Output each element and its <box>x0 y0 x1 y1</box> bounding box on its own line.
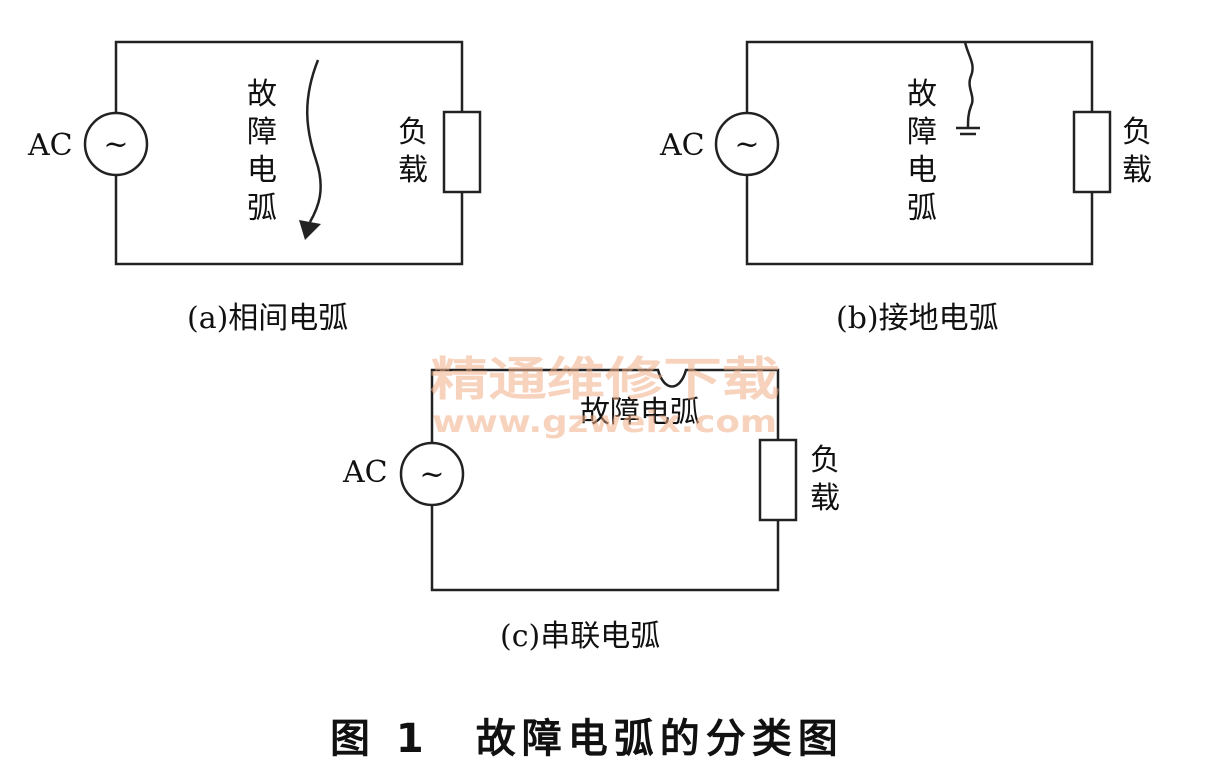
fault-label-b-2: 障 <box>907 115 937 150</box>
ac-symbol-b: ~ <box>734 127 759 162</box>
fault-label-c: 故障电弧 <box>580 395 700 430</box>
load-label-a-2: 载 <box>398 153 428 188</box>
figure-caption: 图 1 故障电弧的分类图 <box>330 716 844 762</box>
ac-symbol-a: ~ <box>103 127 128 162</box>
load-label-a-1: 负 <box>398 115 428 150</box>
watermark: 精通维修下载 www.gzweix.com <box>430 352 780 440</box>
watermark-title: 精通维修下载 <box>430 352 780 406</box>
fault-label-b-1: 故 <box>907 77 937 112</box>
fault-label-a-2: 障 <box>247 115 277 150</box>
ac-source-a <box>83 111 149 177</box>
circuit-b-wire <box>745 40 1094 266</box>
fault-label-a-3: 电 <box>247 153 277 188</box>
ac-symbol-c: ~ <box>419 457 444 492</box>
load-label-c-2: 载 <box>810 481 840 516</box>
circuit-c-wire <box>430 368 780 592</box>
caption-b: (b)接地电弧 <box>836 301 999 336</box>
fault-label-b-4: 弧 <box>907 191 937 226</box>
load-resistor-c <box>758 438 798 522</box>
ac-source-b <box>714 111 780 177</box>
watermark-url: www.gzweix.com <box>432 405 777 440</box>
arc-arrowhead-a <box>299 220 321 240</box>
ac-label-c: AC <box>342 455 388 490</box>
circuit-a-wire <box>114 40 464 266</box>
fault-label-a-1: 故 <box>247 77 277 112</box>
load-resistor-a <box>442 110 482 194</box>
fault-label-b-3: 电 <box>907 153 937 188</box>
circuit-a: ~ AC 负 载 故 障 电 弧 (a)相间电弧 <box>27 40 482 336</box>
fault-label-a-4: 弧 <box>247 191 277 226</box>
ac-source-c <box>399 441 465 507</box>
load-label-b-1: 负 <box>1122 115 1152 150</box>
load-label-b-2: 载 <box>1122 153 1152 188</box>
arc-path-a <box>306 59 322 223</box>
circuit-b: ~ AC 负 载 故 障 电 弧 (b)接地电弧 <box>659 40 1152 336</box>
circuit-c: ~ AC 负 载 故障电弧 (c)串联电弧 <box>342 368 840 654</box>
load-label-c-1: 负 <box>810 443 840 478</box>
load-resistor-b <box>1072 110 1112 194</box>
ac-label-b: AC <box>659 128 705 163</box>
caption-a: (a)相间电弧 <box>187 301 348 336</box>
ac-label-a: AC <box>27 128 73 163</box>
caption-c: (c)串联电弧 <box>500 619 660 654</box>
ground-arc-path <box>963 41 974 129</box>
